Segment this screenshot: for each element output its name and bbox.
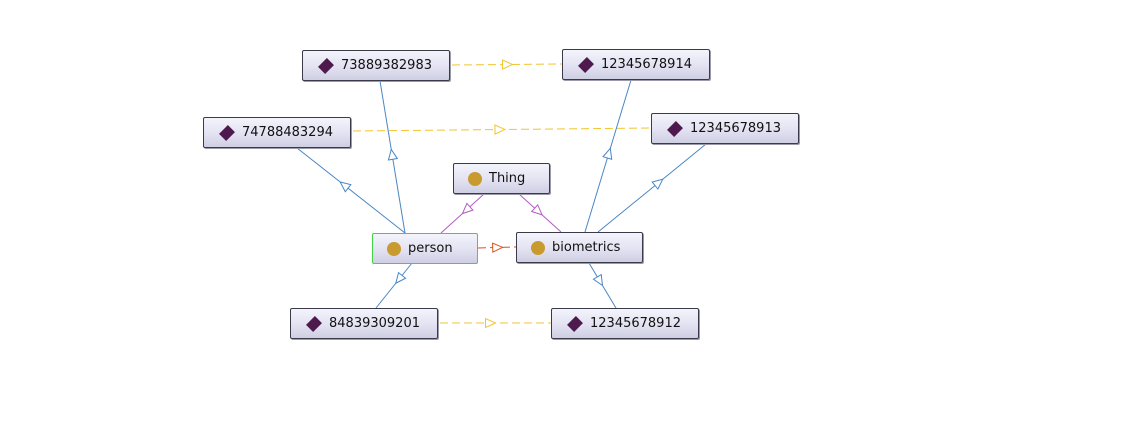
sameas-74788483294-12345678913-edge-arrowhead — [494, 124, 507, 135]
individual-diamond-icon — [667, 120, 683, 137]
individual-node-84839309201[interactable]: 84839309201 — [290, 308, 438, 339]
individual-node-12345678914[interactable]: 12345678914 — [562, 49, 710, 80]
person-biometrics-edge-arrowhead — [492, 242, 504, 253]
thing-person-edge-arrowhead — [461, 202, 474, 215]
class-circle-icon — [387, 241, 401, 256]
individual-label: 74788483294 — [242, 125, 333, 140]
person-84839309201-edge-line — [375, 262, 413, 309]
individual-label: 12345678913 — [690, 121, 781, 136]
person-74788483294-edge-arrowhead — [339, 181, 352, 193]
biometrics-12345678912-edge-arrowhead — [592, 273, 604, 287]
class-node-thing[interactable]: Thing — [453, 163, 550, 194]
individual-diamond-icon — [567, 315, 583, 332]
person-73889382983-edge-arrowhead — [387, 148, 399, 161]
class-label: Thing — [489, 171, 526, 186]
individual-diamond-icon — [578, 56, 594, 73]
individual-diamond-icon — [318, 57, 334, 74]
class-node-person[interactable]: person — [372, 233, 478, 264]
sameas-73889382983-12345678914-edge-arrowhead — [501, 59, 514, 70]
biometrics-12345678913-edge-arrowhead — [651, 178, 664, 190]
biometrics-12345678913-edge-line — [597, 143, 707, 233]
individual-node-73889382983[interactable]: 73889382983 — [302, 50, 450, 81]
biometrics-12345678914-edge-arrowhead — [602, 147, 613, 160]
person-84839309201-edge-arrowhead — [395, 271, 407, 285]
sameas-84839309201-12345678912-edge-arrowhead — [485, 317, 497, 329]
individual-node-74788483294[interactable]: 74788483294 — [203, 117, 351, 148]
individual-node-12345678913[interactable]: 12345678913 — [651, 113, 799, 144]
individual-label: 73889382983 — [341, 58, 432, 73]
class-label: person — [408, 241, 453, 256]
individual-label: 84839309201 — [329, 316, 420, 331]
individual-label: 12345678912 — [590, 316, 681, 331]
class-label: biometrics — [552, 240, 621, 255]
thing-biometrics-edge-arrowhead — [530, 203, 544, 216]
individual-node-12345678912[interactable]: 12345678912 — [551, 308, 699, 339]
individual-diamond-icon — [219, 124, 235, 141]
class-node-biometrics[interactable]: biometrics — [516, 232, 643, 263]
individual-diamond-icon — [306, 315, 322, 332]
individual-label: 12345678914 — [601, 57, 692, 72]
class-circle-icon — [531, 240, 545, 255]
class-circle-icon — [468, 171, 482, 186]
person-74788483294-edge-line — [296, 147, 406, 234]
